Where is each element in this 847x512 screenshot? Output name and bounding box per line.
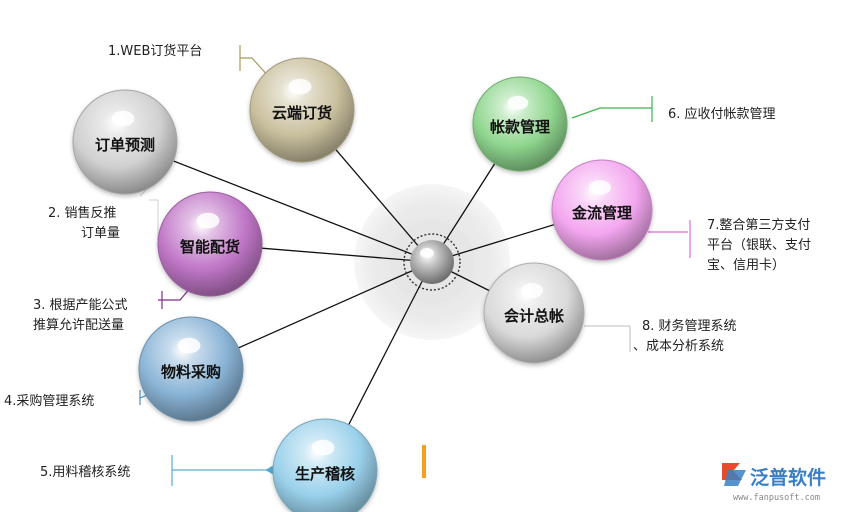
annotation-cloud-line-1: 1.WEB订货平台 <box>108 43 202 59</box>
node-cloud-highlight <box>288 78 312 95</box>
hub-ball <box>410 240 454 284</box>
annotation-allocate-line-2: 推算允许配送量 <box>33 317 124 333</box>
hub-dashed-ring <box>403 233 461 291</box>
node-fund-highlight <box>589 180 611 195</box>
spoke-forecast <box>124 141 433 263</box>
node-account-label: 帐款管理 <box>490 118 550 136</box>
node-cloud: 云端订货 <box>249 57 355 163</box>
node-cloud-bubble <box>249 57 355 163</box>
node-produce-bubble <box>272 418 378 512</box>
annotation-ledger-line-1: 8. 财务管理系统 <box>642 318 737 334</box>
logo-name: 泛普软件 <box>750 466 826 489</box>
node-fund-label: 金流管理 <box>571 204 632 222</box>
annotation-forecast-line-2: 订单量 <box>81 226 120 241</box>
annotation-fund-line-3: 宝、信用卡） <box>707 258 785 273</box>
node-forecast-bubble <box>72 89 178 195</box>
node-purchase-label: 物料采购 <box>161 363 221 381</box>
orange-accent-bar <box>422 445 426 478</box>
node-fund-bubble <box>551 159 653 261</box>
connector-fund <box>648 220 691 258</box>
logo-url: www.fanpusoft.com <box>733 493 820 503</box>
node-produce-highlight <box>311 439 335 456</box>
annotation-purchase-line-1: 4.采购管理系统 <box>4 393 94 409</box>
node-forecast-highlight <box>111 110 135 127</box>
connector-produce <box>171 455 272 486</box>
node-account: 帐款管理 <box>472 76 568 172</box>
annotation-ledger-line-2: 、成本分析系统 <box>633 339 724 354</box>
node-ledger-highlight <box>521 283 543 298</box>
fanpu-logo: 泛普软件 www.fanpusoft.com <box>722 463 826 503</box>
node-purchase-bubble <box>138 316 244 422</box>
node-ledger-bubble <box>483 262 585 364</box>
produce-arrow-icon <box>265 465 274 475</box>
annotation-fund-line-2: 平台（银联、支付 <box>707 238 811 253</box>
fanpu-logo-icon <box>722 463 746 486</box>
node-produce: 生产稽核 <box>272 418 378 512</box>
hub-ball-highlight <box>420 248 434 258</box>
node-allocate: 智能配货 <box>157 191 263 297</box>
node-allocate-highlight <box>196 212 220 229</box>
node-ledger-label: 会计总帐 <box>504 307 564 325</box>
node-account-highlight <box>507 95 529 110</box>
annotation-forecast-line-1: 2. 销售反推 <box>48 205 117 221</box>
node-allocate-bubble <box>157 191 263 297</box>
node-forecast: 订单预测 <box>72 89 178 195</box>
node-account-bubble <box>472 76 568 172</box>
node-allocate-label: 智能配货 <box>180 238 240 256</box>
connector-forecast <box>139 187 159 240</box>
node-produce-label: 生产稽核 <box>295 465 355 483</box>
connector-cloud <box>239 45 271 79</box>
connector-account <box>571 96 653 122</box>
annotation-account-line-1: 6. 应收付帐款管理 <box>668 106 776 122</box>
node-ledger: 会计总帐 <box>483 262 585 364</box>
node-fund: 金流管理 <box>551 159 653 261</box>
node-cloud-label: 云端订货 <box>272 104 332 122</box>
node-purchase-highlight <box>177 337 201 354</box>
annotation-fund-line-1: 7.整合第三方支付 <box>707 217 810 233</box>
annotation-produce-line-1: 5.用料稽核系统 <box>40 465 130 480</box>
node-forecast-label: 订单预测 <box>95 136 155 154</box>
node-purchase: 物料采购 <box>138 316 244 422</box>
annotation-allocate-line-1: 3. 根据产能公式 <box>33 298 128 313</box>
connector-ledger <box>584 325 631 352</box>
